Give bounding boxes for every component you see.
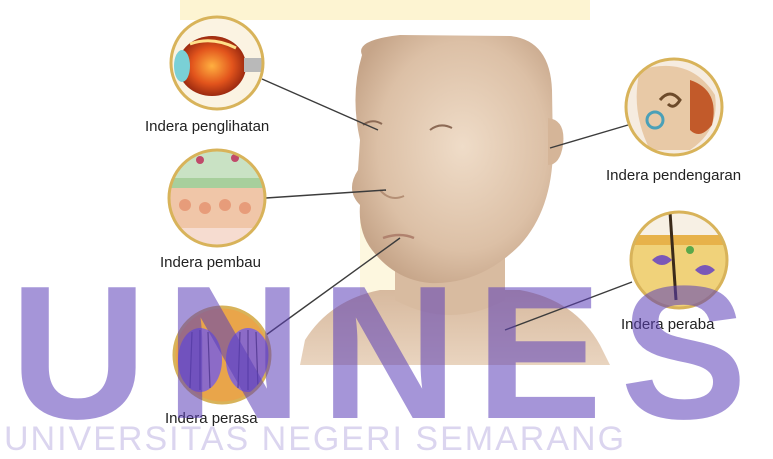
ear-cross-section-image [626,59,722,155]
olfactory-epithelium-image [165,150,275,253]
label-sight: Indera penglihatan [145,118,269,135]
watermark-subtext: UNIVERSITAS NEGERI SEMARANG [4,420,626,459]
label-hearing: Indera pendengaran [606,167,741,184]
eye-cross-section-image [171,17,274,109]
